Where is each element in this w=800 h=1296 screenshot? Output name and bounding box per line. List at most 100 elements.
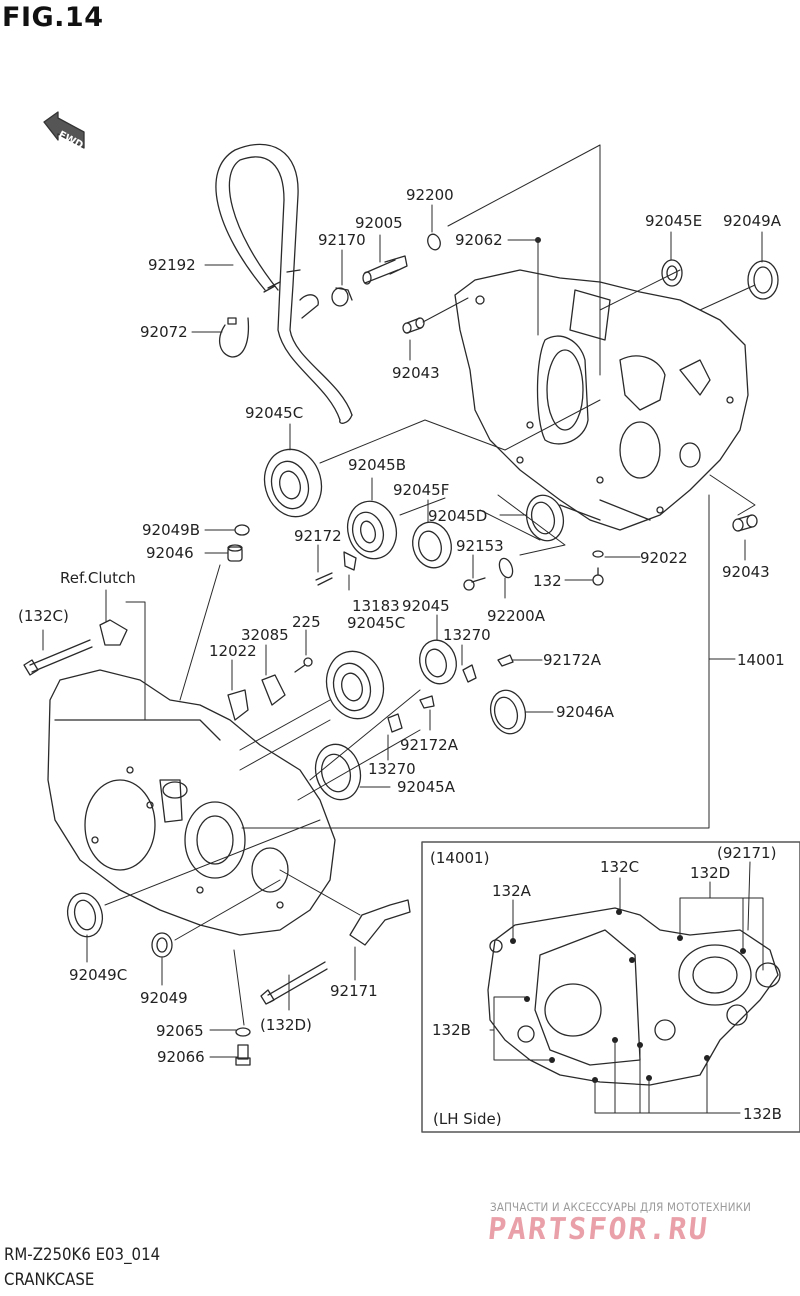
breather-hose (215, 143, 353, 424)
plate-12022 (227, 689, 249, 721)
inset-label-132C[interactable]: 132C (600, 858, 639, 876)
label-92049A[interactable]: 92049A (723, 212, 782, 230)
label-13183[interactable]: 13183 (352, 597, 400, 615)
screw-225 (294, 657, 313, 673)
washer-92022 (592, 550, 604, 558)
washer-92065 (235, 1027, 251, 1037)
leader-lines (42, 144, 763, 1058)
washer-92200 (427, 233, 441, 251)
screw-92172A-b (419, 695, 435, 709)
inset-label-92171-paren[interactable]: (92171) (717, 844, 776, 862)
label-225[interactable]: 225 (292, 613, 321, 631)
plate-13183 (343, 551, 357, 571)
label-92192[interactable]: 92192 (148, 256, 196, 274)
oil-seal-92049C (66, 892, 104, 938)
small-clamp (331, 287, 353, 307)
bearing-92045F (412, 521, 452, 569)
bearing-92045A (314, 743, 362, 801)
inset-lh-side: (14001) 132A 132C 132D (92171) 132B 132B… (421, 841, 800, 1133)
label-92045C-top[interactable]: 92045C (245, 404, 303, 422)
bracket-92171 (349, 899, 411, 946)
watermark-tagline: ЗАПЧАСТИ И АКСЕССУАРЫ ДЛЯ МОТОТЕХНИКИ (490, 1200, 752, 1214)
label-92200A[interactable]: 92200A (487, 607, 546, 625)
label-32085[interactable]: 32085 (241, 626, 289, 644)
bolt-92153 (463, 577, 486, 591)
label-13270-b[interactable]: 13270 (368, 760, 416, 778)
bolt-132C (23, 639, 93, 676)
label-92046[interactable]: 92046 (146, 544, 194, 562)
plate-13270-a (462, 664, 477, 683)
screw-92172A-a (497, 654, 514, 667)
needle-bearing-92046A (489, 689, 527, 735)
needle-bearing-92046 (227, 544, 243, 562)
label-92045D[interactable]: 92045D (428, 507, 487, 525)
inset-side-label: (LH Side) (433, 1110, 502, 1128)
label-92005[interactable]: 92005 (355, 214, 403, 232)
dowel-pin-top (402, 317, 425, 334)
bearing-92045E (661, 259, 683, 287)
label-92046A[interactable]: 92046A (556, 703, 615, 721)
inset-label-132D[interactable]: 132D (690, 864, 730, 882)
plate-13270-b (387, 713, 403, 733)
inset-leader-lines (489, 861, 764, 1114)
bearing-92045C-mid (325, 650, 385, 720)
breather-fitting (362, 255, 408, 285)
label-92045B[interactable]: 92045B (348, 456, 406, 474)
bearing-92045 (419, 639, 457, 685)
bolt-132D (260, 961, 328, 1005)
inset-label-132B-bottom[interactable]: 132B (743, 1105, 782, 1123)
watermark-logo: PARTSFOR.RU (486, 1212, 711, 1247)
part-labels: 92192 92072 92170 92005 92200 92062 9204… (18, 186, 785, 1066)
label-132D-paren[interactable]: (132D) (260, 1016, 312, 1034)
label-92062[interactable]: 92062 (455, 231, 503, 249)
label-92153[interactable]: 92153 (456, 537, 504, 555)
model-code: RM-Z250K6 E03_014 (4, 1245, 161, 1265)
inset-crankcase-drawing (487, 907, 781, 1086)
oil-seal-92049A (747, 260, 779, 300)
figure-title: FIG.14 (2, 2, 104, 33)
label-92172[interactable]: 92172 (294, 527, 342, 545)
section-name: CRANKCASE (4, 1270, 95, 1290)
label-13270-a[interactable]: 13270 (443, 626, 491, 644)
label-132[interactable]: 132 (533, 572, 562, 590)
inset-label-132A[interactable]: 132A (492, 882, 532, 900)
clutch-bracket-ref (99, 619, 128, 646)
label-92066[interactable]: 92066 (157, 1048, 205, 1066)
label-92072[interactable]: 92072 (140, 323, 188, 341)
label-92171[interactable]: 92171 (330, 982, 378, 1000)
label-92045F[interactable]: 92045F (393, 481, 449, 499)
label-ref-clutch[interactable]: Ref.Clutch (60, 569, 136, 587)
label-92172A-a[interactable]: 92172A (543, 651, 602, 669)
inset-title: (14001) (430, 849, 489, 867)
label-92172A-b[interactable]: 92172A (400, 736, 459, 754)
seal-92049B (234, 524, 250, 536)
label-12022[interactable]: 12022 (209, 642, 257, 660)
label-132C-paren[interactable]: (132C) (18, 607, 69, 625)
oil-seal-92049 (151, 932, 173, 958)
dowel-pin-right (732, 514, 758, 532)
drain-bolt-92066 (235, 1044, 251, 1066)
label-92045A[interactable]: 92045A (397, 778, 456, 796)
label-92043-top[interactable]: 92043 (392, 364, 440, 382)
right-crankcase-half (454, 269, 749, 531)
label-92043-right[interactable]: 92043 (722, 563, 770, 581)
fwd-arrow-icon: FWD (43, 111, 85, 151)
label-92170[interactable]: 92170 (318, 231, 366, 249)
label-92045E[interactable]: 92045E (645, 212, 702, 230)
label-92022[interactable]: 92022 (640, 549, 688, 567)
screw-92172 (315, 572, 333, 586)
left-crankcase-half (47, 669, 336, 936)
label-92200[interactable]: 92200 (406, 186, 454, 204)
label-92045[interactable]: 92045 (402, 597, 450, 615)
label-92045C-mid[interactable]: 92045C (347, 614, 405, 632)
label-92049[interactable]: 92049 (140, 989, 188, 1007)
label-92065[interactable]: 92065 (156, 1022, 204, 1040)
label-92049B[interactable]: 92049B (142, 521, 200, 539)
bearing-92045C-top (263, 448, 323, 518)
hose-clamp (219, 317, 250, 358)
inset-label-132B-left[interactable]: 132B (432, 1021, 471, 1039)
washer-92200A (498, 557, 514, 579)
label-92049C[interactable]: 92049C (69, 966, 127, 984)
label-14001[interactable]: 14001 (737, 651, 785, 669)
